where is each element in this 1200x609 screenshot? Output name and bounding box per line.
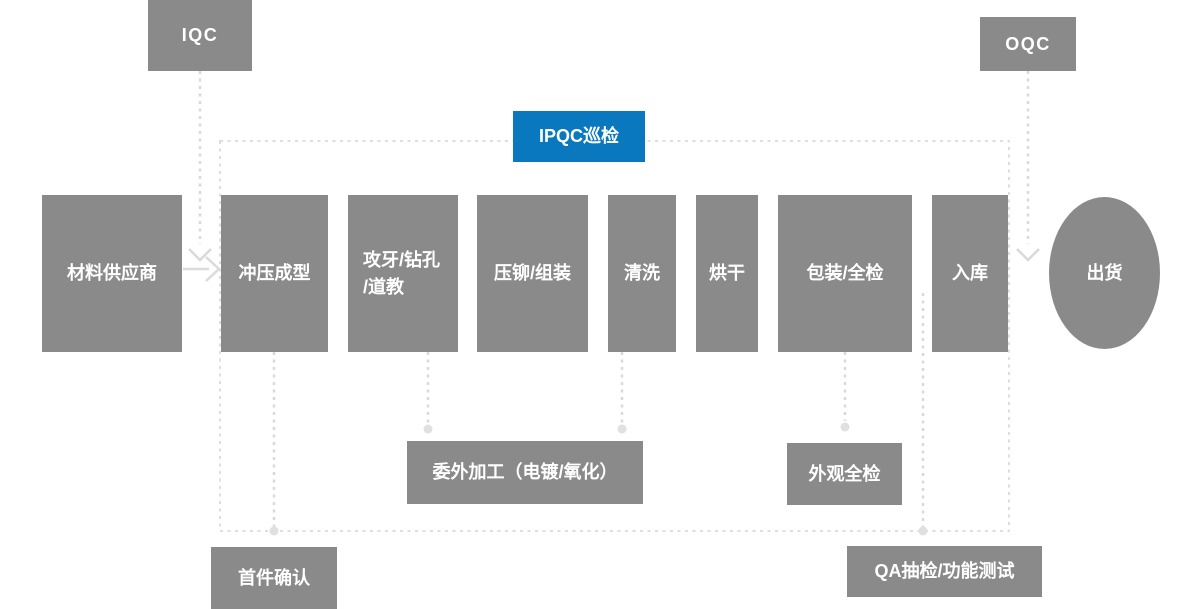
node-label: 首件确认 — [238, 567, 310, 588]
node-label: 冲压成型 — [238, 263, 311, 283]
node-label: 出货 — [1086, 262, 1123, 283]
node-ipqc-patrol: IPQC巡检 — [513, 111, 645, 162]
node-packing-full-inspection: 包装/全检 — [778, 195, 912, 352]
connector-dot — [269, 526, 279, 536]
node-shipment: 出货 — [1049, 197, 1160, 349]
connector-dot — [918, 526, 928, 536]
node-label: IQC — [181, 25, 219, 45]
node-label: 委外加工（电镀/氧化） — [432, 462, 618, 482]
iqc-down-arrow-icon — [188, 248, 212, 262]
ipqc-coverage-dashed-border — [219, 140, 1010, 532]
node-tapping-drilling: 攻牙/钻孔 /道教 — [348, 195, 458, 352]
node-stamping: 冲压成型 — [221, 195, 328, 352]
node-label: 材料供应商 — [67, 263, 157, 283]
node-label: QA抽检/功能测试 — [874, 561, 1015, 581]
oqc-down-arrow-icon — [1016, 248, 1040, 262]
node-qa-sampling-test: QA抽检/功能测试 — [847, 546, 1042, 597]
node-label: 入库 — [952, 263, 988, 283]
node-label: 压铆/组装 — [493, 263, 571, 283]
node-appearance-inspection: 外观全检 — [787, 443, 902, 505]
node-label: 包装/全检 — [806, 263, 884, 283]
node-label: 攻牙/钻孔 /道教 — [363, 249, 441, 297]
node-label: 外观全检 — [808, 463, 881, 484]
node-label: 烘干 — [709, 263, 745, 283]
node-outsourcing: 委外加工（电镀/氧化） — [407, 441, 643, 504]
node-material-supplier: 材料供应商 — [42, 195, 182, 352]
node-riveting-assembly: 压铆/组装 — [477, 195, 588, 352]
connector-dot — [840, 422, 850, 432]
node-iqc: IQC — [148, 0, 252, 71]
node-label: IPQC巡检 — [538, 126, 619, 146]
connector-dot — [423, 424, 433, 434]
node-warehousing: 入库 — [932, 195, 1008, 352]
node-label: OQC — [1005, 33, 1051, 54]
flow-right-arrow-icon — [205, 256, 221, 282]
connector-dot — [617, 424, 627, 434]
node-first-article-confirm: 首件确认 — [211, 547, 337, 609]
node-drying: 烘干 — [696, 195, 758, 352]
node-label: 清洗 — [624, 263, 660, 283]
node-oqc: OQC — [980, 17, 1076, 71]
node-cleaning: 清洗 — [608, 195, 676, 352]
